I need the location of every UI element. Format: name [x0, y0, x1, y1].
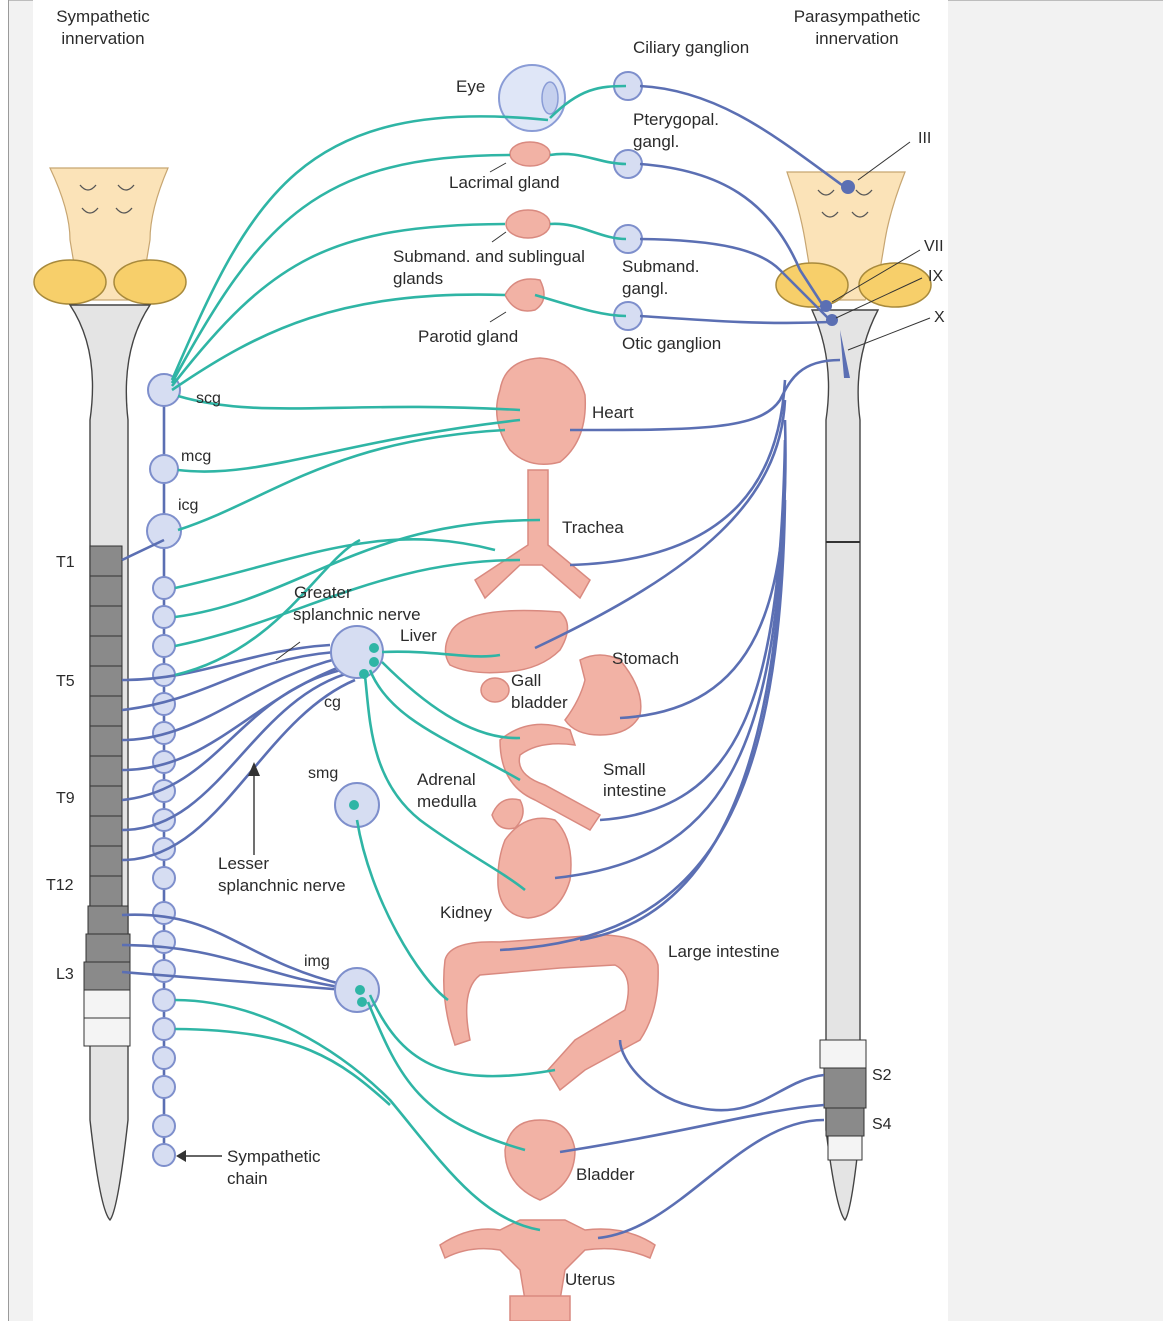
bladder-label: Bladder — [576, 1165, 635, 1184]
smg-label: smg — [308, 765, 338, 782]
sympathetic-chain-label-line2: chain — [227, 1169, 268, 1188]
right-brainstem — [776, 172, 931, 307]
cranial-nerve-vii-label: VII — [924, 238, 944, 255]
cranial-nerve-ix-label: IX — [928, 268, 943, 285]
kidney-illustration — [498, 818, 571, 918]
right-spinal-cord — [812, 180, 878, 1220]
parotid-gland-label: Parotid gland — [418, 327, 518, 346]
heart-illustration — [497, 358, 586, 464]
submandibular-glands-label-line1: Submand. and sublingual — [393, 247, 585, 266]
cranial-nerve-iii-label: III — [918, 130, 931, 147]
eye-illustration — [499, 65, 565, 131]
scg-label: scg — [196, 390, 221, 407]
adrenal-illustration — [492, 799, 523, 829]
spinal-level-l3: L3 — [56, 966, 74, 983]
mcg-label: mcg — [181, 448, 211, 465]
gall-bladder-label-line2: bladder — [511, 693, 568, 712]
submandibular-gland-illustration — [506, 210, 550, 238]
spinal-level-t5: T5 — [56, 673, 75, 690]
spinal-level-t1: T1 — [56, 554, 75, 571]
submandibular-ganglion-label-line2: gangl. — [622, 279, 668, 298]
stomach-label: Stomach — [612, 649, 679, 668]
parasympathetic-heading-line2: innervation — [815, 29, 898, 48]
heart-label: Heart — [592, 403, 634, 422]
uterus-illustration — [440, 1220, 655, 1321]
gall-bladder-label-line1: Gall — [511, 671, 541, 690]
small-intestine-label-line1: Small — [603, 760, 646, 779]
parasympathetic-heading-line1: Parasympathetic — [794, 7, 921, 26]
liver-label: Liver — [400, 626, 437, 645]
uterus-label: Uterus — [565, 1270, 615, 1289]
ciliary-ganglion-label: Ciliary ganglion — [633, 38, 749, 57]
trachea-label: Trachea — [562, 518, 624, 537]
sympathetic-heading-line2: innervation — [61, 29, 144, 48]
cg-label: cg — [324, 694, 341, 711]
eye-label: Eye — [456, 77, 485, 96]
lacrimal-gland-label: Lacrimal gland — [449, 173, 560, 192]
lesser-splanchnic-label-line2: splanchnic nerve — [218, 876, 346, 895]
adrenal-label-line2: medulla — [417, 792, 477, 811]
prevertebral-ganglia — [331, 626, 383, 1012]
cranial-nerve-x-label: X — [934, 309, 945, 326]
icg-label: icg — [178, 497, 198, 514]
kidney-label: Kidney — [440, 903, 492, 922]
submandibular-glands-label-line2: glands — [393, 269, 443, 288]
large-intestine-label: Large intestine — [668, 942, 780, 961]
sympathetic-heading-line1: Sympathetic — [56, 7, 150, 26]
large-intestine-illustration — [444, 935, 658, 1090]
spinal-level-t12: T12 — [46, 877, 74, 894]
pterygopalatine-ganglion-label-line2: gangl. — [633, 132, 679, 151]
sympathetic-chain — [147, 374, 181, 1166]
spinal-level-s2: S2 — [872, 1067, 892, 1084]
lacrimal-gland-illustration — [510, 142, 550, 166]
submandibular-ganglion-label-line1: Submand. — [622, 257, 700, 276]
adrenal-label-line1: Adrenal — [417, 770, 476, 789]
left-spinal-cord — [70, 305, 150, 1220]
bladder-illustration — [505, 1120, 575, 1200]
sympathetic-chain-label-line1: Sympathetic — [227, 1147, 321, 1166]
lesser-splanchnic-label-line1: Lesser — [218, 854, 269, 873]
otic-ganglion-label: Otic ganglion — [622, 334, 721, 353]
pterygopalatine-ganglion-label-line1: Pterygopal. — [633, 110, 719, 129]
small-intestine-label-line2: intestine — [603, 781, 666, 800]
spinal-level-t9: T9 — [56, 790, 75, 807]
greater-splanchnic-label-line1: Greater — [294, 583, 352, 602]
left-brainstem — [34, 168, 186, 304]
img-label: img — [304, 953, 330, 970]
spinal-level-s4: S4 — [872, 1116, 892, 1133]
greater-splanchnic-label-line2: splanchnic nerve — [293, 605, 421, 624]
